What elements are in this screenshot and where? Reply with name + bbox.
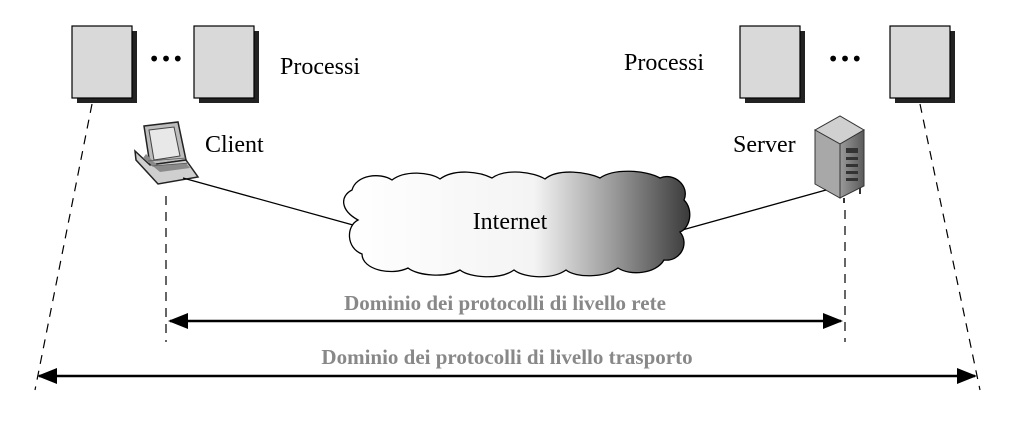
internet-cloud [343,170,691,278]
process-box-right-2 [889,25,955,103]
process-box-right-1 [739,25,805,103]
dashed-line-right-outer [919,103,981,391]
transport-domain-label: Dominio dei protocolli di livello traspo… [321,345,692,369]
process-box-left-1 [71,25,137,103]
client-label: Client [205,132,264,158]
ellipsis-left: ••• [148,47,183,71]
client-internet-link [182,177,354,226]
network-domain-label: Dominio dei protocolli di livello rete [344,291,666,315]
dashed-line-left-outer [34,103,93,391]
process-box-left-2 [193,25,259,103]
processes-label-right: Processi [624,50,704,76]
ellipsis-right: ••• [827,47,862,71]
server-tower-icon [813,115,865,203]
processes-label-left: Processi [280,54,360,80]
internet-label: Internet [473,209,548,235]
laptop-icon [134,121,200,185]
server-label: Server [733,132,796,158]
server-internet-link [674,189,827,233]
